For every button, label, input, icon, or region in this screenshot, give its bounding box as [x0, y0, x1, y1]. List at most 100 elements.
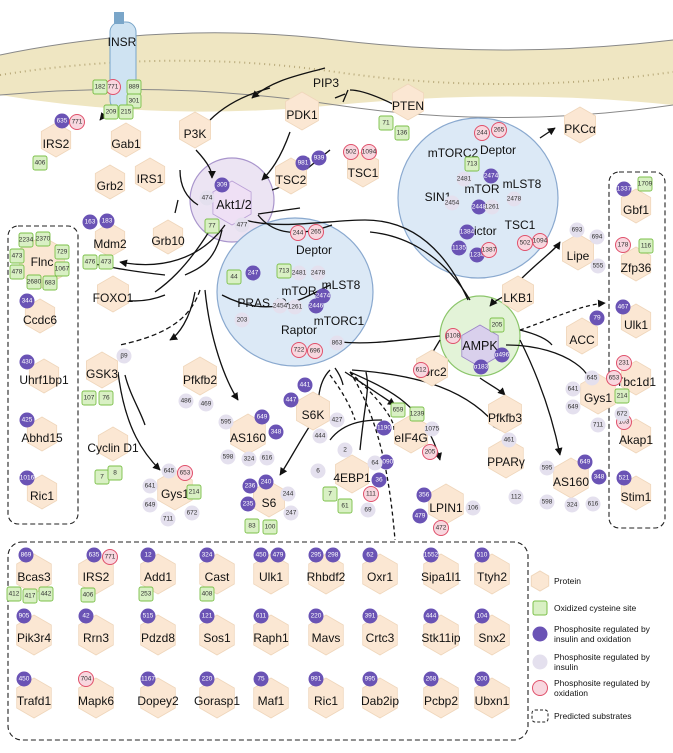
site-flnc-1067-text: 1067 [55, 266, 70, 273]
protein-hexagon-pcbp2 [423, 677, 459, 719]
site-irs2_b-635 [86, 547, 102, 563]
site-insr-209-text: 209 [106, 109, 117, 116]
protein-label-p3k: P3K [184, 127, 207, 141]
site-fourebp1-6-text: 6 [316, 468, 320, 475]
site-rhbdf2-298 [325, 547, 341, 563]
site-zfp36-178 [615, 237, 631, 253]
site-mtorc1-2454 [272, 298, 288, 314]
site-gys1_r-711-text: 711 [593, 422, 604, 429]
site-akt-477-text: 477 [237, 222, 248, 229]
site-irs2_top-635-text: 635 [57, 118, 68, 125]
protein-label-as160_r: AS160 [553, 475, 589, 489]
site-bcas3-442 [38, 586, 54, 602]
site-ttyh2-510 [474, 547, 490, 563]
protein-hexagon-pkca [564, 106, 596, 144]
site-ampk-β108-text: β108 [446, 333, 461, 340]
site-cyclind1-7-text: 7 [100, 474, 104, 481]
site-gys1_r-649-text: 649 [568, 404, 579, 411]
site-pfkfb2-486-text: 486 [181, 398, 192, 405]
site-mtorc1-2446-text: 2446 [309, 303, 324, 310]
predicted-box-bottom [7, 541, 529, 741]
protein-label-uhrf1bp1: Uhrf1bp1 [19, 373, 69, 387]
site-ric1_b-991-text: 991 [311, 676, 322, 683]
site-as160_r-324-text: 324 [567, 502, 578, 509]
site-mdm2-183 [99, 213, 115, 229]
site-flnc-2234 [18, 232, 34, 248]
site-zfp36-116 [638, 238, 654, 254]
site-mtorc1-265 [308, 224, 324, 240]
site-s6-83-text: 83 [248, 523, 256, 530]
site-mtorc1-247-text: 247 [248, 270, 259, 277]
site-as160_l-324 [241, 451, 257, 467]
protein-hexagon-cast [199, 553, 235, 595]
site-eif4g-1190 [376, 420, 392, 436]
site-trafd1-450-text: 450 [19, 676, 30, 683]
site-cast-324-text: 324 [202, 552, 213, 559]
site-fourebp1-61 [337, 498, 353, 514]
mtorc1-label: mTORC1 [314, 314, 365, 328]
site-as160_r-595-text: 595 [542, 465, 553, 472]
site-add1-253 [138, 586, 154, 602]
site-flnc-2370-text: 2370 [36, 236, 51, 243]
protein-label-rrn3: Rrn3 [83, 631, 109, 645]
site-fourebp1-2 [337, 442, 353, 458]
site-ampk-205 [489, 317, 505, 333]
site-pfkfb2-486 [178, 393, 194, 409]
site-eif4g-1239 [409, 406, 425, 422]
site-gys1_l-645 [161, 463, 177, 479]
site-gys1_r-214-text: 214 [617, 393, 628, 400]
site-uhrf1bp1-430-text: 430 [22, 359, 33, 366]
site-ampk-205-text: 205 [492, 322, 503, 329]
site-tsc1_top-502 [343, 144, 359, 160]
site-gbf1-1709-text: 1709 [638, 181, 653, 188]
protein-label-pfkfb3: Pfkfb3 [488, 411, 522, 425]
protein-label-gys1_r: Gys1 [584, 391, 612, 405]
site-mtorc1-44-text: 44 [230, 274, 238, 281]
site-dab2ip-995-text: 995 [365, 676, 376, 683]
site-eif4g-1090-text: 1090 [379, 459, 394, 466]
protein-label-oxr1: Oxr1 [367, 570, 393, 584]
protein-label-mavs: Mavs [312, 631, 341, 645]
site-s6-247 [283, 505, 299, 521]
site-fourebp1-64-text: 64 [371, 460, 379, 467]
site-lpin1-472-text: 472 [436, 525, 447, 532]
site-gys1_r-672 [614, 406, 630, 422]
site-mtorc2-1261-text: 1261 [485, 204, 500, 211]
site-ampk-α496-text: α496 [495, 352, 510, 359]
site-gys1_l-645-text: 645 [164, 468, 175, 475]
protein-hexagon-grb2 [94, 164, 126, 200]
site-mtorc1-713 [276, 263, 292, 279]
protein-label-irs2_top: IRS2 [43, 137, 70, 151]
site-stk11ip-444-text: 444 [426, 613, 437, 620]
site-fourebp1-2-text: 2 [343, 447, 347, 454]
site-pik3r4-905 [16, 608, 32, 624]
site-fourebp1-6 [310, 463, 326, 479]
mtorc2-label: mTORC2 [428, 146, 479, 160]
protein-hexagon-sos1 [199, 614, 235, 656]
protein-label-ppary: PPARγ [487, 455, 525, 469]
site-pfkfb2-469-text: 469 [201, 401, 212, 408]
site-as160_l-348-text: 348 [271, 429, 282, 436]
site-irs2_top-771-text: 771 [72, 119, 83, 126]
site-pcbp2-268 [423, 671, 439, 687]
site-ubxn1-200-text: 200 [477, 676, 488, 683]
site-gys1_r-641-text: 641 [568, 386, 579, 393]
site-mtorc2-1135 [451, 240, 467, 256]
site-tsc2-981-text: 981 [298, 160, 309, 167]
site-mavs-220-text: 220 [311, 613, 322, 620]
site-s6k-447-text: 447 [286, 397, 297, 404]
site-dab2ip-995 [362, 671, 378, 687]
site-s6-83 [244, 518, 260, 534]
site-mtorc1-2481 [291, 265, 307, 281]
site-tbc1d1-231 [616, 355, 632, 371]
protein-label-grb2: Grb2 [97, 179, 124, 193]
site-irs2_b-406 [80, 587, 96, 603]
site-gsk3-107-text: 107 [84, 395, 95, 402]
site-insr-182-text: 182 [95, 84, 106, 91]
protein-label-stim1: Stim1 [621, 490, 652, 504]
protein-label-flnc: Flnc [31, 255, 54, 269]
site-eif4g-659 [390, 402, 406, 418]
